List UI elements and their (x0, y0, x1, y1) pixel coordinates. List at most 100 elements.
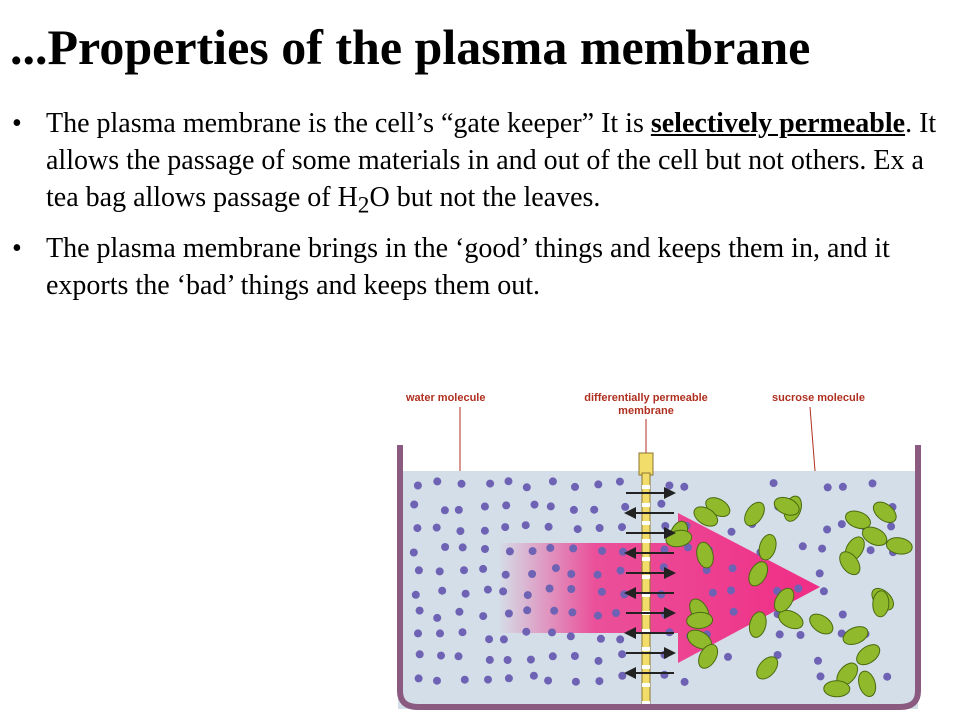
water-molecule (612, 609, 620, 617)
membrane-label: differentially permeable (584, 392, 708, 404)
water-molecule (460, 675, 469, 684)
water-molecule (702, 566, 711, 575)
water-molecule (727, 586, 736, 595)
water-molecule (414, 566, 423, 575)
water-molecule (437, 651, 445, 660)
water-molecule (499, 635, 508, 644)
osmosis-diagram: water molecule differentially permeable … (397, 392, 921, 710)
water-molecule (544, 676, 553, 685)
water-molecule (550, 606, 559, 615)
water-molecule (594, 656, 603, 665)
water-molecule (440, 506, 449, 515)
water-molecule (838, 610, 847, 619)
water-molecule (455, 607, 464, 616)
bullet-list: • The plasma membrane is the cell’s “gat… (12, 106, 952, 315)
membrane-pore (642, 701, 650, 705)
water-molecule (683, 543, 692, 552)
sucrose-molecule (698, 643, 719, 669)
water-molecule (481, 545, 489, 553)
water-molecule (458, 543, 467, 552)
water-molecule (479, 564, 488, 573)
water-molecule (544, 522, 553, 531)
sucrose-molecule (856, 644, 881, 666)
water-molecule (775, 630, 784, 639)
water-molecule (569, 505, 578, 514)
water-molecule (479, 612, 488, 621)
bullet-item-good-bad: • The plasma membrane brings in the ‘goo… (12, 231, 952, 305)
water-molecule (486, 479, 495, 488)
water-molecule (460, 566, 468, 575)
water-molecule (818, 544, 827, 553)
water-molecule (727, 527, 736, 536)
sucrose-molecule (748, 611, 767, 638)
water-molecule (528, 570, 537, 578)
water-molecule (441, 543, 450, 551)
water-molecule (480, 526, 489, 535)
water-molecule (415, 650, 424, 659)
membrane-pore (642, 647, 650, 651)
water-molecule (571, 677, 580, 686)
water-molecule (661, 522, 670, 530)
water-molecule (454, 652, 463, 661)
water-molecule (823, 483, 832, 492)
water-molecule (504, 609, 513, 618)
water-molecule (414, 674, 423, 683)
water-molecule (620, 590, 629, 599)
water-molecule (523, 591, 532, 600)
water-molecule (456, 527, 465, 536)
water-molecule (660, 545, 669, 554)
water-molecule (571, 482, 579, 491)
water-molecule (597, 587, 606, 596)
membrane-pore (642, 485, 650, 489)
water-molecule (823, 525, 832, 534)
water-molecule (616, 635, 625, 644)
water-molecule (796, 631, 805, 639)
sucrose-molecule (839, 551, 861, 576)
water-molecule (619, 547, 627, 556)
water-molecule (523, 606, 532, 615)
water-molecule (728, 564, 737, 573)
sucrose-molecule (845, 510, 871, 530)
water-molecule (545, 584, 554, 593)
water-molecule (458, 628, 467, 637)
water-molecule (883, 672, 892, 681)
sucrose-molecule (885, 537, 913, 555)
water-molecule (410, 500, 419, 509)
water-molecule (595, 524, 604, 532)
water-molecule (596, 634, 605, 643)
bullet-item-selective-permeability: • The plasma membrane is the cell’s “gat… (12, 106, 952, 221)
sucrose-molecule (809, 613, 834, 635)
osmosis-arrow (498, 513, 820, 663)
water-molecule (618, 671, 627, 680)
membrane-cap (638, 452, 654, 476)
sucrose-molecule (872, 590, 890, 618)
water-molecule (773, 651, 782, 659)
water-molecule (573, 525, 582, 534)
water-molecule (435, 567, 444, 576)
water-molecule (680, 677, 689, 686)
sucrose-molecule (686, 611, 714, 629)
bullet-text-part: O but not the leaves. (369, 181, 601, 213)
bullet-dot-icon: • (12, 108, 22, 139)
water-molecule (868, 479, 877, 488)
sucrose-molecule (748, 561, 769, 587)
membrane-pore (642, 503, 650, 507)
sucrose-molecule (696, 541, 714, 569)
water-molecule (567, 570, 576, 578)
water-molecule (548, 628, 556, 637)
water-molecule (433, 613, 442, 622)
water-molecule (798, 542, 807, 551)
water-molecule (528, 547, 537, 556)
water-molecule (595, 677, 604, 686)
slide-title: ...Properties of the plasma membrane (10, 19, 811, 75)
water-molecule (621, 502, 630, 511)
key-term: selectively permeable (650, 108, 906, 139)
sucrose-molecule (842, 626, 869, 646)
sucrose-molecule (693, 506, 719, 527)
water-molecule (838, 482, 847, 491)
water-molecule (413, 481, 422, 490)
water-molecule (438, 586, 447, 595)
membrane-pore (642, 665, 650, 669)
diffusion-arrows (624, 487, 676, 679)
membrane-pore (642, 683, 650, 687)
